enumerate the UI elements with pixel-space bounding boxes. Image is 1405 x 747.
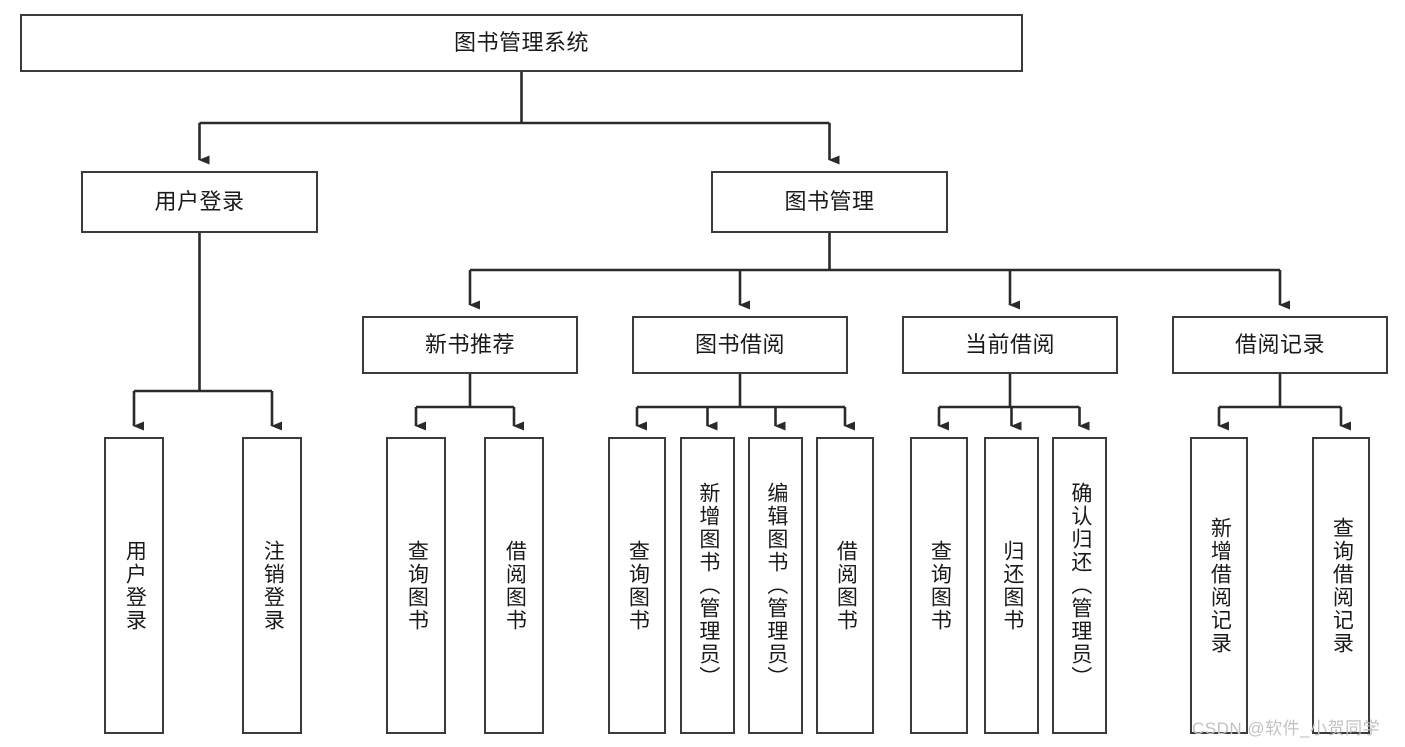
node-label-leaf-bb-borrow: 借阅图书 bbox=[834, 539, 858, 632]
node-label-leaf-user-logout: 注销登录 bbox=[261, 539, 285, 632]
node-label-leaf-nb-borrow: 借阅图书 bbox=[503, 539, 527, 632]
node-leaf-cb-confirm[interactable]: 确认归还（管理员） bbox=[1052, 437, 1107, 734]
node-label-root: 图书管理系统 bbox=[453, 30, 589, 56]
node-label-leaf-user-login: 用户登录 bbox=[123, 539, 147, 632]
node-records[interactable]: 借阅记录 bbox=[1172, 316, 1388, 374]
node-leaf-cb-return[interactable]: 归还图书 bbox=[984, 437, 1039, 734]
node-label-leaf-rc-add: 新增借阅记录 bbox=[1208, 516, 1232, 655]
node-leaf-rc-query[interactable]: 查询借阅记录 bbox=[1312, 437, 1370, 734]
node-leaf-bb-add[interactable]: 新增图书（管理员） bbox=[680, 437, 735, 734]
node-root[interactable]: 图书管理系统 bbox=[20, 14, 1023, 72]
node-label-records: 借阅记录 bbox=[1234, 332, 1325, 358]
node-bookmgmt[interactable]: 图书管理 bbox=[711, 171, 948, 233]
node-label-leaf-bb-add: 新增图书（管理员） bbox=[696, 482, 720, 689]
node-label-current: 当前借阅 bbox=[964, 332, 1055, 358]
node-label-leaf-rc-query: 查询借阅记录 bbox=[1330, 516, 1354, 655]
node-leaf-bb-query[interactable]: 查询图书 bbox=[608, 437, 666, 734]
node-label-bookmgmt: 图书管理 bbox=[784, 189, 875, 215]
node-leaf-nb-query[interactable]: 查询图书 bbox=[386, 437, 446, 734]
node-label-login: 用户登录 bbox=[154, 189, 245, 215]
node-login[interactable]: 用户登录 bbox=[81, 171, 318, 233]
node-leaf-user-login[interactable]: 用户登录 bbox=[104, 437, 164, 734]
node-leaf-nb-borrow[interactable]: 借阅图书 bbox=[484, 437, 544, 734]
node-label-leaf-bb-edit: 编辑图书（管理员） bbox=[764, 482, 788, 689]
node-current[interactable]: 当前借阅 bbox=[902, 316, 1118, 374]
node-leaf-user-logout[interactable]: 注销登录 bbox=[242, 437, 302, 734]
node-label-borrow: 图书借阅 bbox=[694, 332, 785, 358]
node-leaf-rc-add[interactable]: 新增借阅记录 bbox=[1190, 437, 1248, 734]
node-leaf-bb-edit[interactable]: 编辑图书（管理员） bbox=[748, 437, 803, 734]
node-newbook[interactable]: 新书推荐 bbox=[362, 316, 578, 374]
node-label-leaf-bb-query: 查询图书 bbox=[626, 539, 650, 632]
node-label-leaf-nb-query: 查询图书 bbox=[405, 539, 429, 632]
node-label-leaf-cb-return: 归还图书 bbox=[1000, 539, 1024, 632]
node-label-leaf-cb-confirm: 确认归还（管理员） bbox=[1068, 482, 1092, 689]
node-label-leaf-cb-query: 查询图书 bbox=[928, 539, 952, 632]
node-leaf-cb-query[interactable]: 查询图书 bbox=[910, 437, 968, 734]
node-label-newbook: 新书推荐 bbox=[424, 332, 515, 358]
node-leaf-bb-borrow[interactable]: 借阅图书 bbox=[816, 437, 874, 734]
node-borrow[interactable]: 图书借阅 bbox=[632, 316, 848, 374]
